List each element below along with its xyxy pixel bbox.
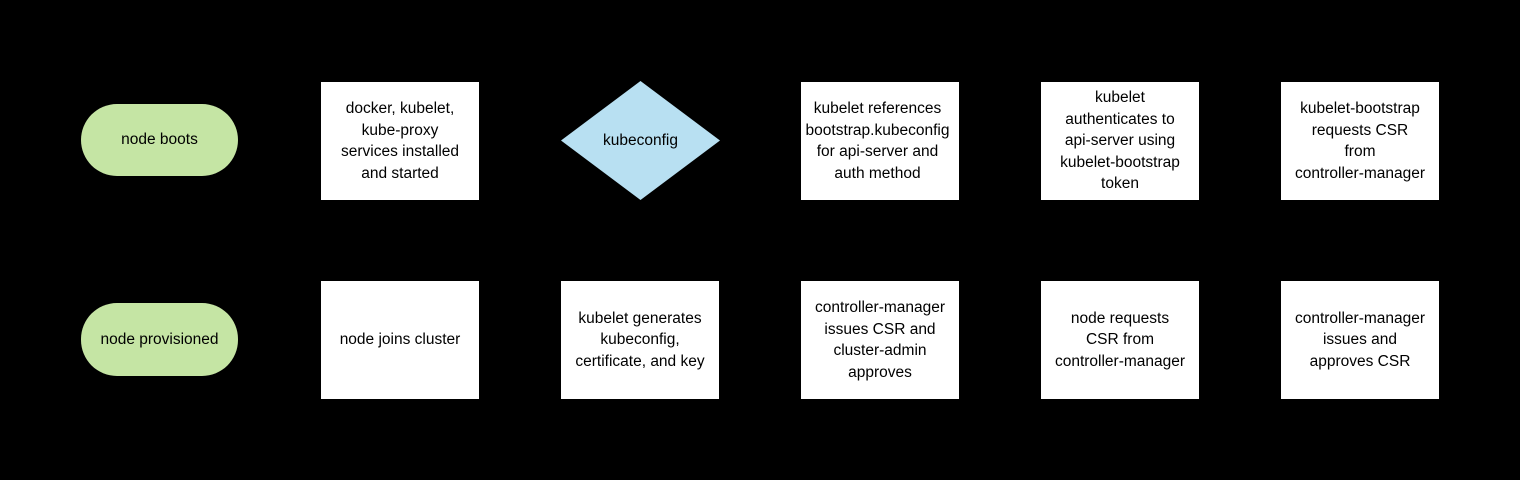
flow-node-controller-issues-approves[interactable]: controller-manager issues and approves C…	[1281, 281, 1439, 399]
flow-node-node-provisioned[interactable]: node provisioned	[81, 303, 238, 376]
flow-node-label: node provisioned	[100, 330, 219, 348]
flow-node-kubelet-authenticates[interactable]: kubelet authenticates to api-server usin…	[1041, 82, 1199, 200]
flow-node-label: controller-manager issues CSR and cluste…	[814, 299, 946, 381]
flow-node-label: node requests CSR from controller-manage…	[1054, 309, 1186, 370]
flow-node-kubeconfig[interactable]: kubeconfig	[561, 81, 720, 200]
flow-node-label: node joins cluster	[339, 331, 461, 349]
flow-node-kubelet-generates[interactable]: kubelet generates kubeconfig, certificat…	[561, 281, 719, 399]
flow-node-kubelet-references-bootstrap[interactable]: kubelet references bootstrap.kubeconfig …	[801, 82, 959, 200]
flow-node-label: kubelet authenticates to api-server usin…	[1060, 89, 1180, 193]
flow-node-controller-issues-csr[interactable]: controller-manager issues CSR and cluste…	[801, 281, 959, 399]
flow-node-label: kubelet-bootstrap requests CSR from cont…	[1294, 100, 1426, 182]
flow-node-label: kubelet references bootstrap.kubeconfig …	[805, 100, 950, 182]
flow-node-node-requests-csr[interactable]: node requests CSR from controller-manage…	[1041, 281, 1199, 399]
flow-node-label: docker, kubelet, kube-proxy services ins…	[340, 100, 460, 182]
flow-node-node-boots[interactable]: node boots	[81, 104, 238, 176]
flow-node-services-installed[interactable]: docker, kubelet, kube-proxy services ins…	[321, 82, 479, 200]
flow-node-label: kubelet generates kubeconfig, certificat…	[575, 309, 705, 370]
flow-node-label: node boots	[121, 131, 198, 149]
flow-node-label: kubeconfig	[603, 131, 678, 149]
flow-node-bootstrap-requests-csr[interactable]: kubelet-bootstrap requests CSR from cont…	[1281, 82, 1439, 200]
flow-node-label: controller-manager issues and approves C…	[1294, 309, 1426, 370]
flow-node-node-joins-cluster[interactable]: node joins cluster	[321, 281, 479, 399]
